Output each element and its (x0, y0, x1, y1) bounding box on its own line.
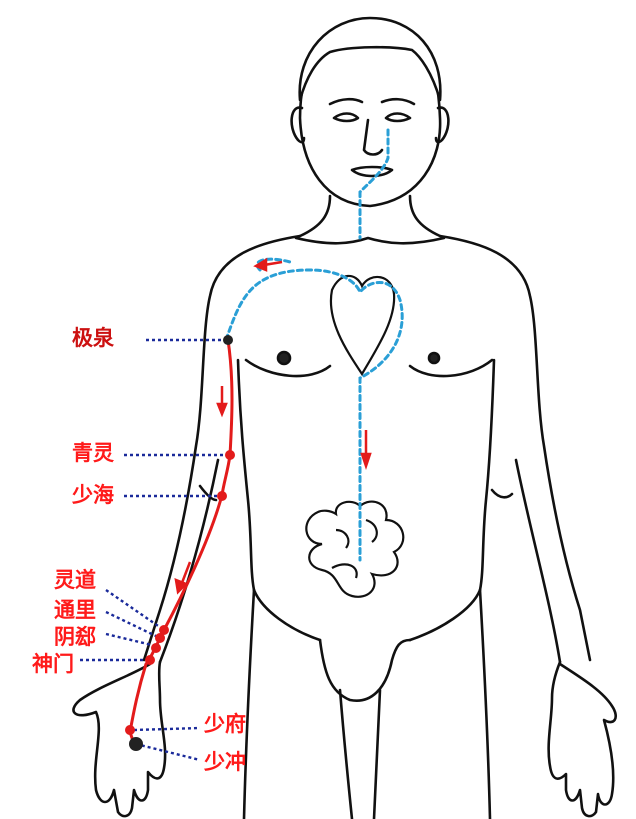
groin (318, 638, 412, 702)
label-qingling: 青灵 (72, 440, 114, 465)
left-eye (332, 112, 360, 123)
body-outline (72, 16, 617, 819)
label-lingdao: 灵道 (54, 567, 96, 592)
neck-left (298, 194, 332, 238)
inner-legs (338, 688, 382, 819)
label-tongli: 通里 (54, 597, 96, 622)
internal-path-face (358, 128, 390, 240)
hip-left (252, 588, 322, 642)
chest-line (244, 358, 494, 378)
arrow-forearm-head (174, 578, 189, 595)
point-shaofu (125, 725, 135, 735)
left-ear (290, 106, 306, 144)
elbow-crease-right (490, 488, 514, 499)
internal-pathway (224, 128, 404, 562)
right-ear (434, 106, 450, 144)
point-shenmen (145, 655, 155, 665)
collarbones (294, 236, 446, 245)
acupoint-markers (125, 335, 235, 751)
leader-lines (80, 338, 228, 762)
left-forearm-inner (158, 458, 220, 664)
elbow-crease-left (198, 484, 218, 502)
hip-right (408, 588, 482, 642)
right-eye (384, 112, 412, 123)
heart-meridian-line (128, 338, 234, 746)
label-shenmen: 神门 (32, 651, 74, 676)
right-forearm-inner (514, 458, 562, 664)
left-flank (236, 358, 256, 592)
intestines (305, 500, 405, 598)
point-qingling (225, 450, 235, 460)
organs (305, 274, 405, 598)
nose (362, 118, 384, 156)
label-yinxi: 阴郄 (54, 624, 96, 649)
left-leg (242, 588, 256, 819)
heart-outline (329, 274, 396, 377)
right-hand (547, 660, 617, 818)
mouth (350, 165, 394, 178)
arrow-chest-head (253, 257, 268, 272)
right-brow (380, 97, 416, 106)
torso-right (438, 234, 592, 662)
left-nipple (276, 350, 292, 366)
leader-shaochong (135, 742, 201, 762)
torso-left (142, 234, 302, 662)
label-jiquan: 极泉 (72, 325, 114, 350)
leader-yinxi (105, 632, 157, 648)
point-shaochong (129, 737, 143, 751)
point-lingdao (159, 625, 169, 635)
hair-outline (298, 16, 442, 102)
point-shaohai (217, 491, 227, 501)
left-brow (328, 97, 364, 106)
point-jiquan (223, 335, 233, 345)
label-shaofu: 少府 (204, 711, 246, 736)
internal-path-chest-loop (224, 268, 404, 562)
point-yinxi (151, 643, 161, 653)
label-shaohai: 少海 (72, 482, 114, 507)
right-leg (478, 588, 492, 819)
right-flank (478, 358, 496, 592)
leader-shaofu (133, 726, 201, 732)
leader-tongli (105, 610, 161, 640)
left-hand (72, 660, 167, 818)
label-shaochong: 少冲 (204, 749, 246, 774)
arrow-abdomen-head (360, 452, 372, 470)
point-tongli (155, 633, 165, 643)
right-nipple (427, 351, 441, 365)
flow-arrows (174, 257, 372, 595)
arrow-upper-arm-head (216, 402, 228, 418)
neck-right (408, 194, 442, 238)
